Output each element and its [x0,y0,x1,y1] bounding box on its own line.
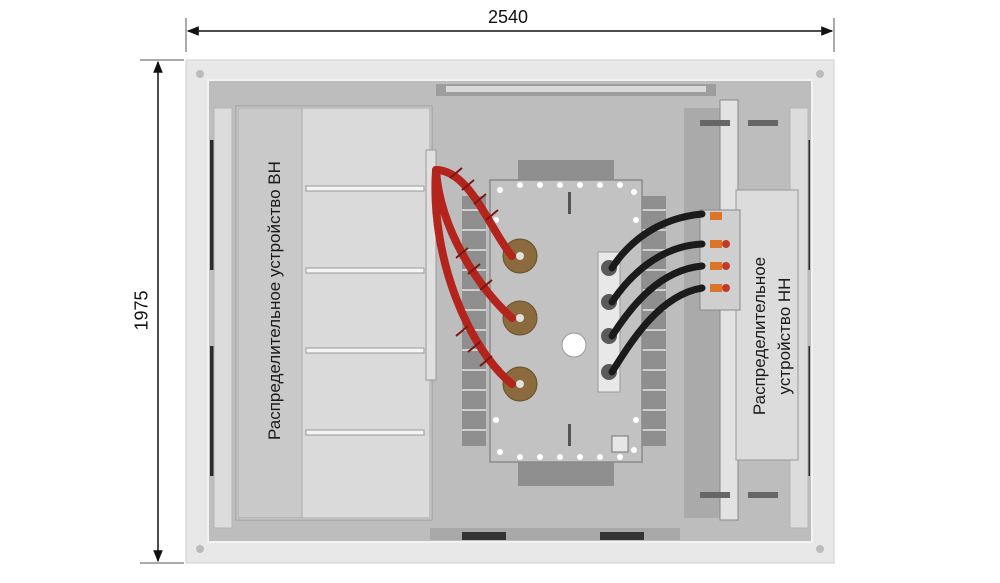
hv-switchgear-label: Распределительное устройство ВН [265,161,284,440]
width-dimension-label: 2540 [488,7,529,27]
lv-cables [608,210,706,376]
lv-switchgear [684,99,799,521]
hv-cables [431,166,516,388]
hv-switchgear [235,105,437,521]
lv-switchgear-label-line2: устройство НН [775,277,794,395]
transformer [462,160,666,486]
lv-switchgear-label-line1: Распределительное [750,256,769,416]
